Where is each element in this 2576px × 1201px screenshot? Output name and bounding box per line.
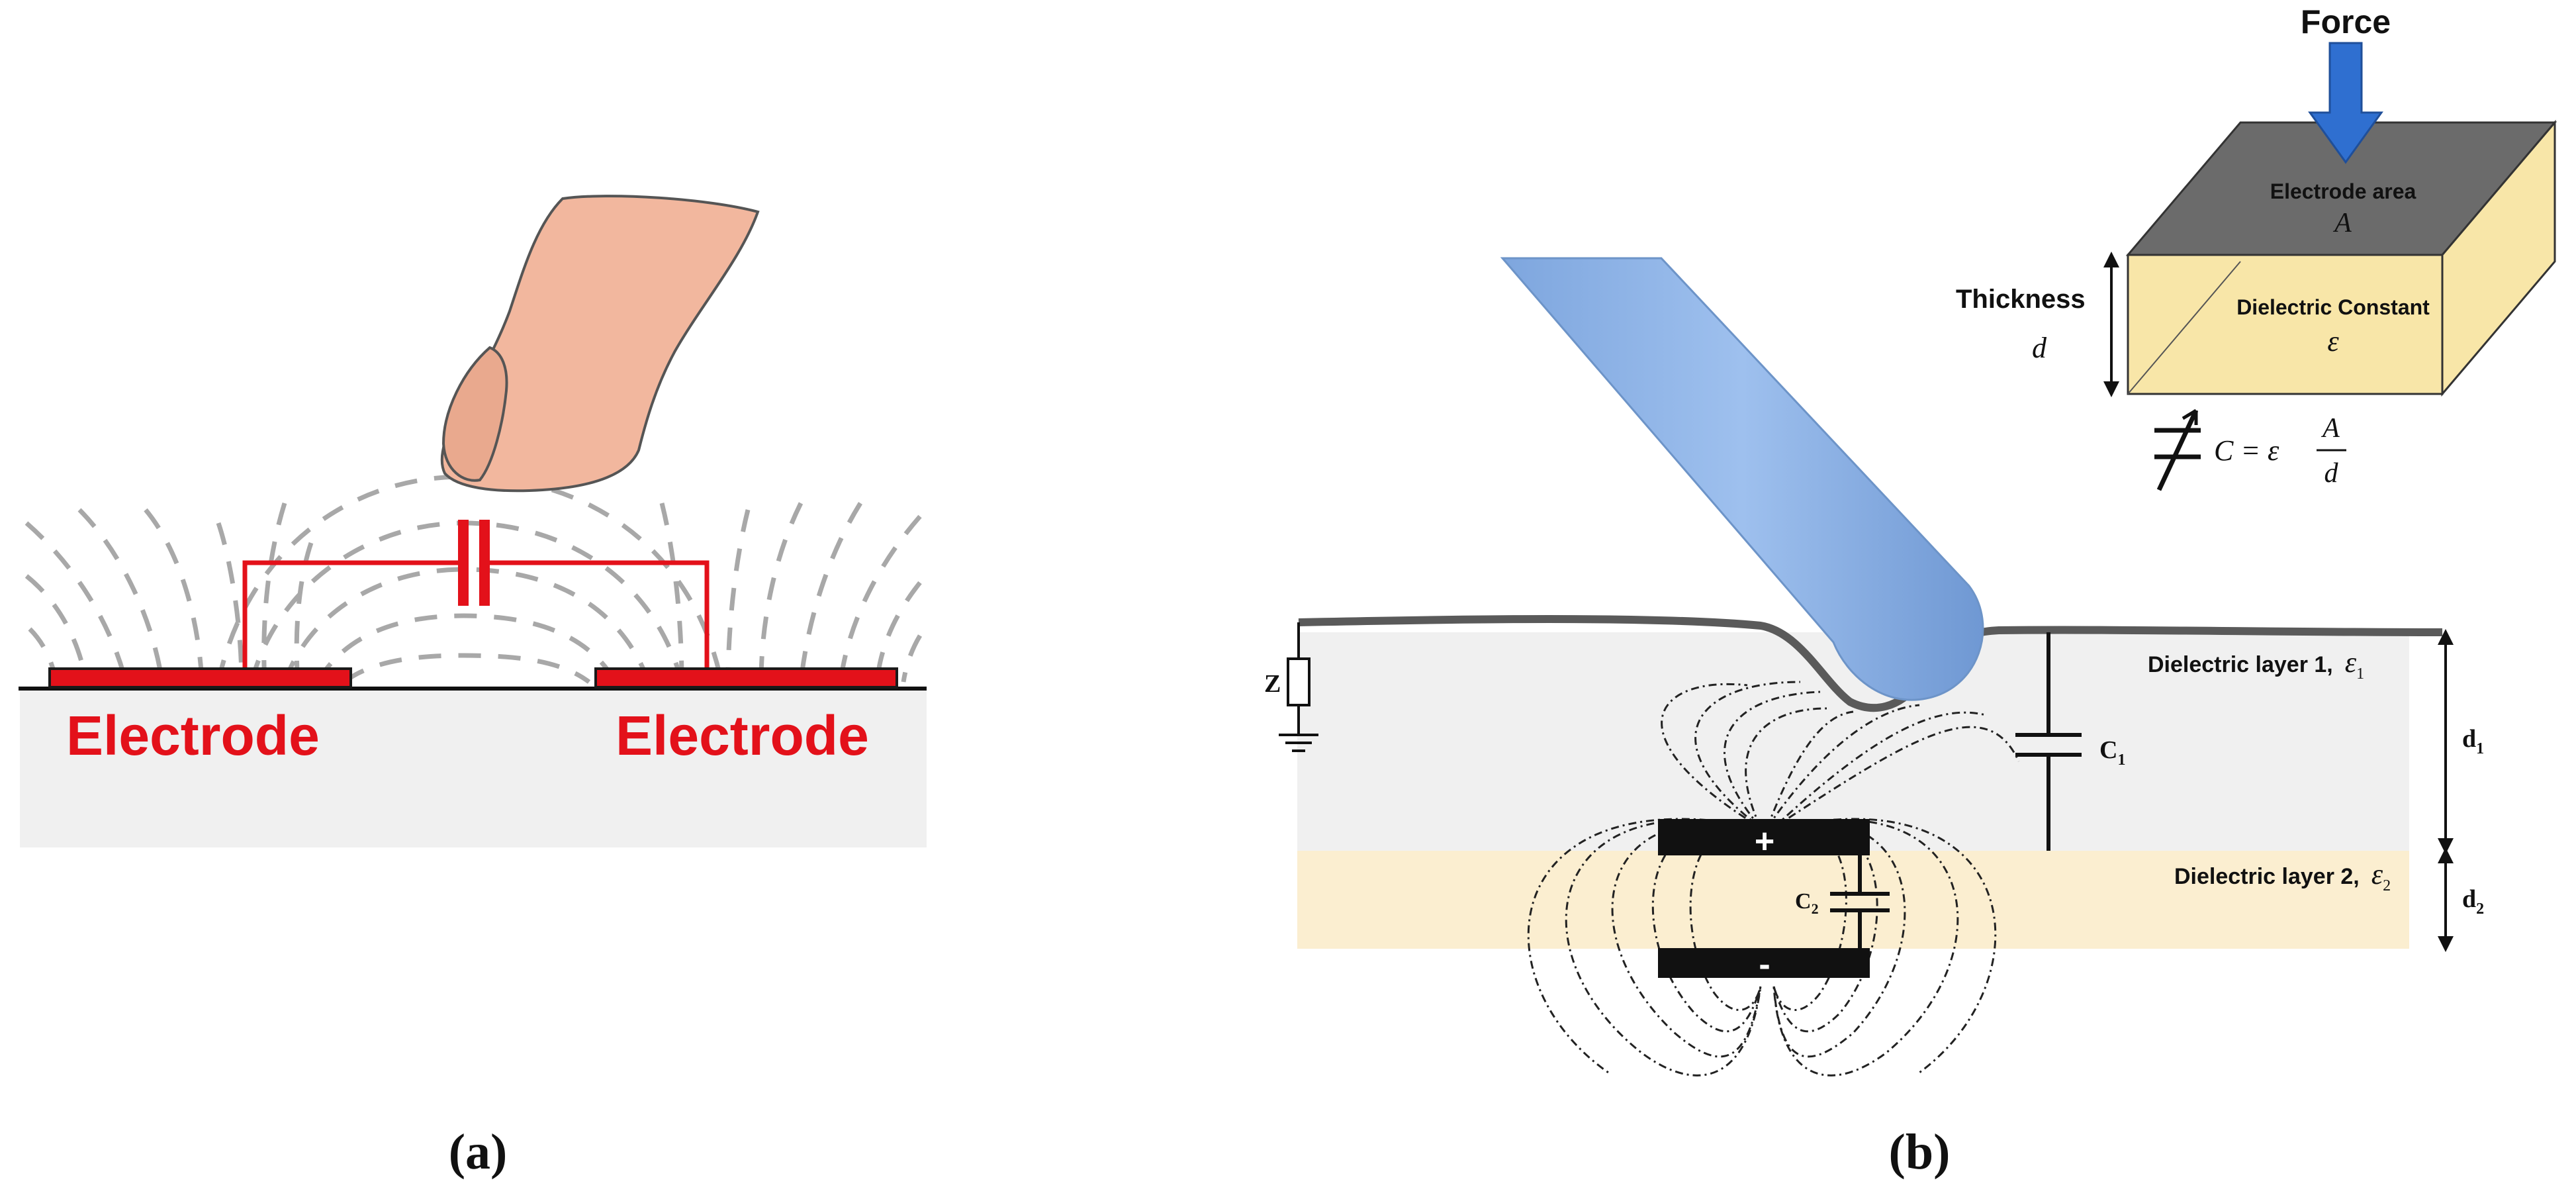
formula-denominator: d — [2324, 458, 2339, 489]
c1-label: C1 — [2099, 736, 2125, 769]
parallel-plate-inset: Force Electrode area A Dielectric Consta… — [1956, 3, 2557, 491]
force-label: Force — [2301, 3, 2391, 40]
sensing-capacitor-circuit — [242, 520, 710, 677]
electrode-left-label: Electrode — [66, 704, 320, 767]
dielectric-layer-2-label: Dielectric layer 2,ε2 — [2174, 858, 2391, 894]
capacitor-c2 — [1830, 855, 1890, 948]
panel-a: Electrode Electrode (a) — [19, 195, 927, 1180]
electrode-left-plate — [48, 667, 352, 689]
plate-positive — [1658, 819, 1870, 855]
capacitor-c1 — [2015, 632, 2082, 851]
block-front-face — [2127, 254, 2444, 395]
panel-b-caption: (b) — [1889, 1124, 1951, 1180]
dielectric-layer-1-label: Dielectric layer 1,ε1 — [2148, 646, 2364, 683]
plate-negative — [1658, 948, 1870, 978]
fringe-field-lines — [24, 474, 923, 684]
thickness-symbol: d — [2032, 332, 2047, 364]
thickness-label: Thickness — [1956, 285, 2086, 314]
panel-a-caption: (a) — [449, 1124, 508, 1180]
electrode-area-label: Electrode area — [2270, 179, 2416, 203]
impedance-to-ground — [1279, 622, 1318, 752]
dielectric-constant-symbol: ε — [2327, 325, 2339, 358]
formula-numerator: A — [2321, 413, 2340, 444]
panel-b: Z C1 — [1264, 3, 2557, 1180]
plus-sign: + — [1755, 822, 1774, 861]
stylus — [1500, 257, 1984, 701]
dielectric-layer-2 — [1297, 851, 2409, 949]
top-membrane — [1298, 615, 2443, 712]
substrate — [20, 689, 927, 847]
d1-label: d1 — [2462, 725, 2484, 757]
d2-label: d2 — [2462, 885, 2484, 918]
area-symbol: A — [2332, 208, 2352, 238]
force-arrow — [2308, 42, 2383, 164]
c2-label: C2 — [1795, 889, 1819, 917]
minus-sign: - — [1759, 945, 1770, 984]
block-side-face — [2441, 119, 2556, 397]
electrode-right-label: Electrode — [616, 704, 869, 767]
variable-capacitor-icon — [2154, 408, 2201, 491]
capacitance-formula-lhs: C = ε — [2214, 434, 2279, 467]
finger-illustration — [440, 195, 760, 493]
dielectric-constant-label: Dielectric Constant — [2236, 295, 2430, 319]
electrode-right-plate — [594, 667, 898, 689]
impedance-label: Z — [1264, 670, 1281, 698]
